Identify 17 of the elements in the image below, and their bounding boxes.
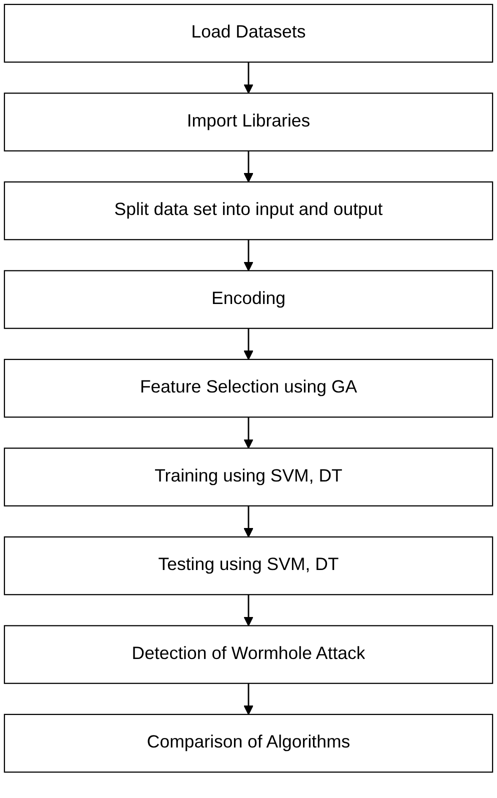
arrow — [244, 506, 254, 538]
node-box: Import Libraries — [4, 92, 494, 152]
arrow — [244, 62, 254, 94]
arrow — [244, 594, 254, 626]
node-box: Detection of Wormhole Attack — [4, 625, 494, 684]
arrow — [244, 328, 254, 360]
node-box: Encoding — [4, 270, 494, 329]
node-box: Training using SVM, DT — [4, 448, 494, 506]
arrow — [244, 683, 254, 715]
node-box: Split data set into input and output — [4, 181, 494, 240]
arrow — [244, 240, 254, 272]
arrow — [244, 150, 254, 182]
arrow — [244, 417, 254, 449]
node-box: Feature Selection using GA — [4, 358, 494, 418]
node-box: Comparison of Algorithms — [4, 714, 494, 773]
node-box: Load Datasets — [4, 4, 494, 63]
node-box: Testing using SVM, DT — [4, 536, 494, 596]
